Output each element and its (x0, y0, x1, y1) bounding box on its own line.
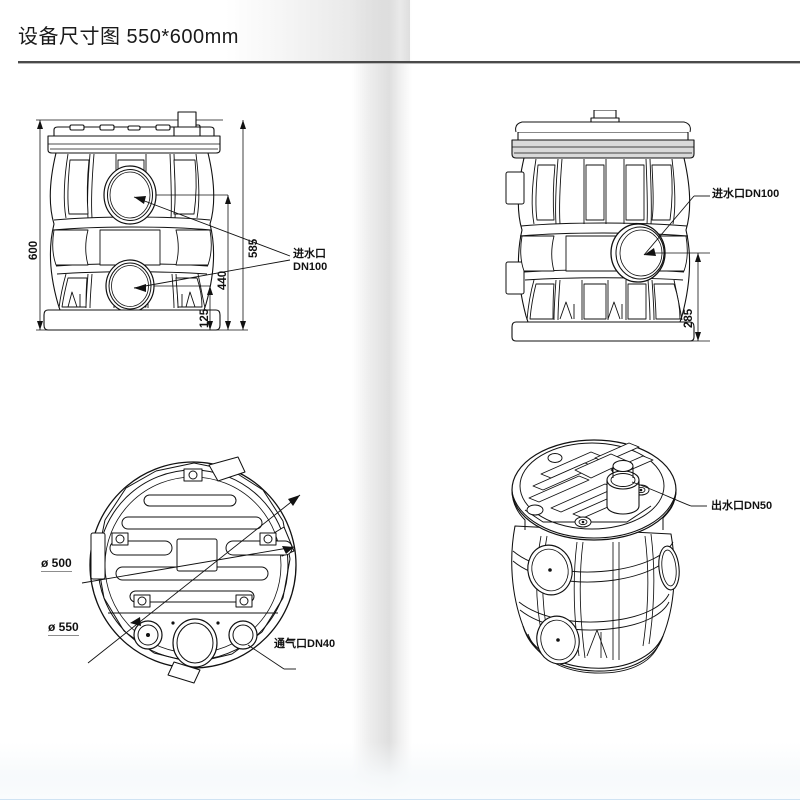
callout-line-2: DN100 (293, 260, 328, 273)
header-background (0, 0, 410, 62)
side-elevation-view: 285 (498, 110, 728, 342)
dimension-diameter-500: ø 500 (41, 556, 72, 572)
dimension-285: 285 (683, 308, 695, 328)
dimension-440: 440 (217, 270, 229, 290)
header-divider-rule (18, 61, 800, 63)
dimension-diameter-550: ø 550 (48, 620, 79, 636)
page-title: 设备尺寸图 550*600mm (18, 26, 239, 48)
header-divider-rule-shadow (18, 63, 800, 64)
dimension-125: 125 (199, 308, 211, 328)
callout-inlet-dn100-side: 进水口DN100 (712, 188, 780, 200)
top-plan-view: ø 500 ø 550 (41, 455, 368, 685)
dimension-585: 585 (248, 238, 260, 258)
callout-outlet-dn50: 出水口DN50 (711, 500, 773, 512)
callout-vent-dn40: 通气口DN40 (274, 638, 336, 650)
isometric-3d-view (495, 418, 735, 703)
callout-line-1: 进水口 (293, 248, 326, 260)
front-elevation-view: 600 585 440 125 (28, 108, 358, 348)
page-floor-shading (0, 742, 800, 800)
callout-inlet-dn100-front: 进水口 DN100 (293, 248, 327, 273)
dimension-600: 600 (28, 240, 40, 260)
